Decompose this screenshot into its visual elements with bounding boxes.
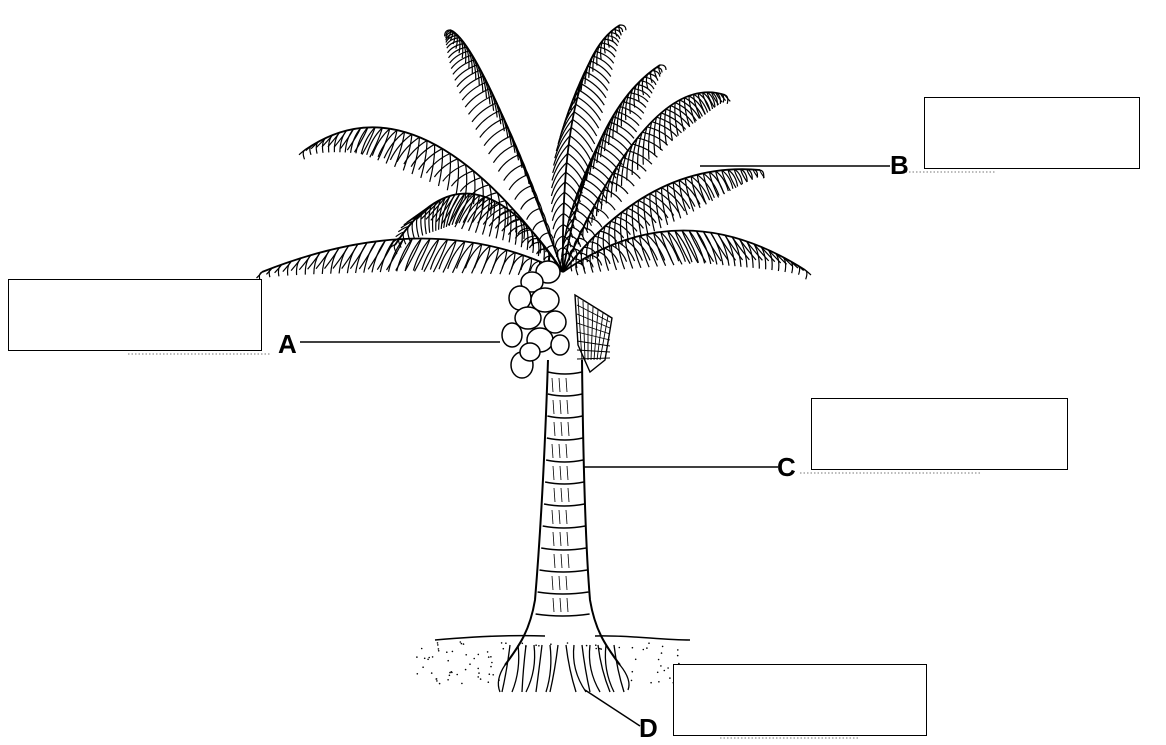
leader-line-d xyxy=(585,690,640,726)
coconut-cluster xyxy=(502,261,569,378)
net-bundle xyxy=(575,295,612,372)
ground xyxy=(416,636,690,692)
fronds xyxy=(257,25,812,281)
answer-box-c[interactable] xyxy=(811,398,1068,470)
trunk xyxy=(505,360,620,665)
label-d: D xyxy=(639,715,658,741)
label-b: B xyxy=(890,152,909,178)
answer-box-d[interactable] xyxy=(673,664,927,736)
label-a: A xyxy=(278,331,297,357)
label-c: C xyxy=(777,454,796,480)
answer-box-a[interactable] xyxy=(8,279,262,351)
frond xyxy=(257,239,564,282)
answer-box-b[interactable] xyxy=(924,97,1140,169)
